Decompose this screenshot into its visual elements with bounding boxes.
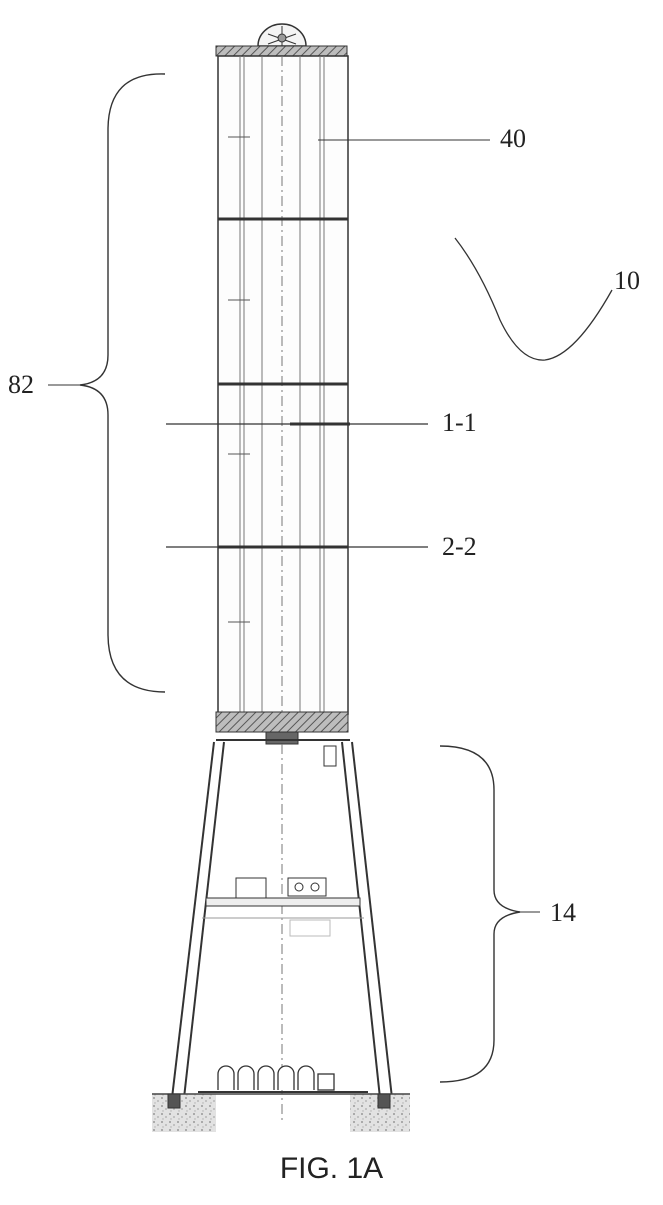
left-footing <box>152 1094 216 1132</box>
brace-14 <box>439 745 521 1083</box>
annotations <box>48 73 613 1083</box>
frame-legs <box>171 741 393 1099</box>
bottom-equipment <box>198 1065 368 1093</box>
label-section-2-2: 2-2 <box>442 532 477 561</box>
figure-caption: FIG. 1A <box>279 1152 384 1185</box>
label-14: 14 <box>550 898 576 927</box>
tower-coupling <box>265 731 299 745</box>
label-10: 10 <box>614 266 640 295</box>
leader-10 <box>454 237 613 361</box>
tower-base-plate <box>215 711 349 733</box>
base-frame <box>152 739 410 1132</box>
label-section-1-1: 1-1 <box>442 408 477 437</box>
top-fan-dome <box>257 23 307 47</box>
brace-82 <box>79 73 166 693</box>
label-82: 82 <box>8 370 34 399</box>
top-cap <box>215 45 348 57</box>
label-40: 40 <box>500 124 526 153</box>
upper-tower <box>215 23 349 745</box>
equipment-shelf <box>202 877 364 937</box>
tick-marks <box>228 136 250 623</box>
